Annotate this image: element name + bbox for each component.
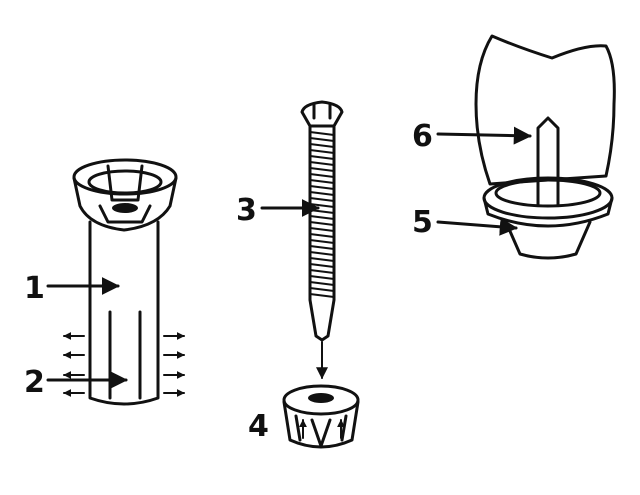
callout-1-label: 1 — [24, 271, 45, 306]
screw-thread — [309, 239, 335, 244]
callout-6-label: 6 — [412, 119, 433, 154]
screw-thread — [309, 131, 335, 136]
screw-thread — [309, 185, 335, 190]
screw-thread — [309, 227, 335, 232]
screw-thread — [309, 221, 335, 226]
split-post — [63, 158, 185, 406]
screw-thread — [309, 197, 335, 202]
screw-thread — [309, 233, 335, 238]
screw-thread — [309, 143, 335, 148]
callouts: 1 2 3 4 5 6 — [24, 119, 532, 444]
screw-thread — [309, 149, 335, 154]
screw-thread — [309, 257, 335, 262]
screw-thread — [309, 215, 335, 220]
screw-thread — [309, 173, 335, 178]
screw-thread — [309, 191, 335, 196]
screw-thread — [309, 179, 335, 184]
screw-thread — [309, 209, 335, 214]
screw-thread — [309, 287, 335, 292]
screw-thread — [309, 245, 335, 250]
callout-4-label: 4 — [248, 409, 269, 444]
screw-thread — [309, 293, 335, 298]
screw-thread — [309, 281, 335, 286]
callout-2-label: 2 — [24, 365, 45, 400]
callout-5-label: 5 — [412, 205, 433, 240]
screw-thread — [309, 269, 335, 274]
crown-assembly — [474, 34, 616, 260]
screw-thread — [309, 161, 335, 166]
screw-thread — [309, 275, 335, 280]
screw-thread — [309, 251, 335, 256]
screw-thread — [309, 137, 335, 142]
screw-thread — [309, 263, 335, 268]
callout-3-label: 3 — [236, 193, 257, 228]
screw — [300, 100, 344, 380]
collar — [282, 384, 360, 449]
screw-thread — [309, 167, 335, 172]
screw-thread — [309, 155, 335, 160]
